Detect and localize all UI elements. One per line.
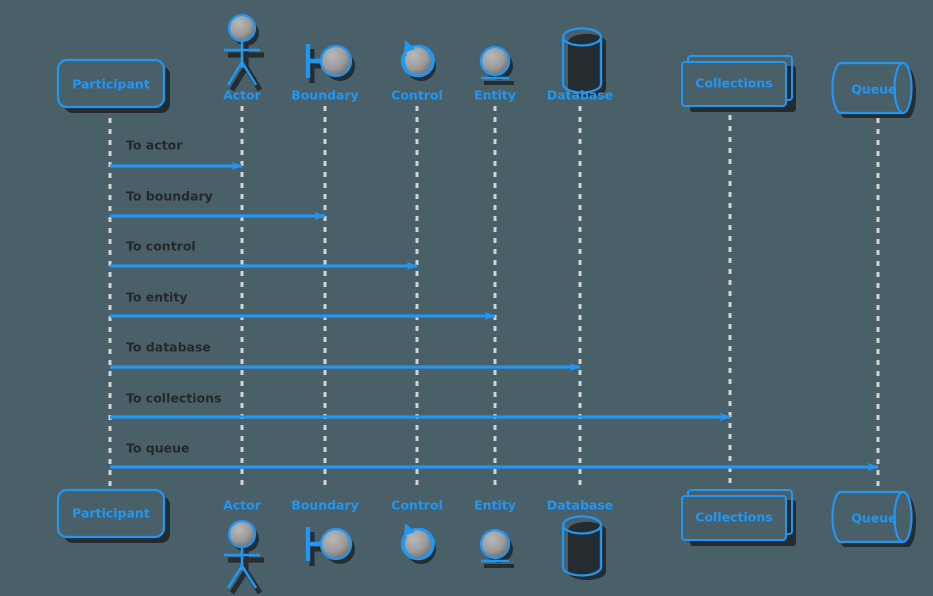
message-label-1: To actor	[126, 138, 183, 153]
message-label-2: To boundary	[126, 189, 213, 204]
footer-label-database: Database	[547, 498, 614, 513]
entity-circle	[479, 45, 511, 77]
database-top-ellipse-bottom	[561, 515, 603, 535]
actor-body	[224, 41, 260, 86]
header-label-boundary: Boundary	[291, 88, 359, 103]
header-label-actor: Actor	[223, 88, 262, 103]
message-label-4: To entity	[126, 290, 188, 305]
actor-icon-bottom[interactable]	[224, 519, 264, 595]
message-to-queue[interactable]: To queue	[110, 441, 879, 472]
queue-top-endcap	[893, 61, 904, 115]
footer-label-control: Control	[391, 498, 443, 513]
boundary-bar-bottom	[305, 527, 322, 561]
boundary-circle	[319, 44, 353, 78]
boundary-icon[interactable]	[305, 44, 355, 83]
queue-box-top[interactable]: Queue	[831, 61, 916, 118]
footer-label-actor: Actor	[223, 498, 262, 513]
control-icon[interactable]	[400, 40, 436, 81]
footer-label-entity: Entity	[474, 498, 516, 513]
collections-top-label: Collections	[695, 76, 772, 91]
message-to-database[interactable]: To database	[110, 340, 581, 372]
database-icon[interactable]	[561, 27, 606, 98]
message-to-entity[interactable]: To entity	[110, 290, 496, 321]
collections-box-bottom[interactable]: Collections	[681, 489, 796, 546]
boundary-circle-bottom	[319, 527, 353, 561]
queue-top-label: Queue	[851, 82, 896, 97]
queue-box-bottom[interactable]: Queue	[831, 490, 917, 547]
queue-bottom-endcap	[893, 490, 904, 544]
control-arc-bottom	[402, 527, 435, 561]
messages-group: To actor To boundary To control To entit…	[110, 138, 879, 472]
participant-top-label: Participant	[72, 77, 150, 92]
message-label-3: To control	[126, 239, 196, 254]
message-label-6: To collections	[126, 391, 221, 406]
header-label-control: Control	[391, 88, 443, 103]
participant-bottom-rect	[56, 488, 166, 539]
entity-circle-bottom	[479, 528, 511, 560]
header-label-entity: Entity	[474, 88, 516, 103]
message-label-7: To queue	[126, 441, 190, 456]
participant-box-top[interactable]: Participant	[56, 58, 170, 113]
actor-icon[interactable]	[224, 13, 264, 92]
database-body-bottom	[561, 525, 603, 577]
footer-labels-group: Actor Boundary Control Entity Database	[223, 498, 613, 513]
database-icon-bottom[interactable]	[561, 515, 606, 581]
collections-bottom-rect-front	[681, 495, 787, 541]
queue-bottom-label: Queue	[851, 511, 896, 526]
message-to-collections[interactable]: To collections	[110, 391, 731, 422]
actor-body-bottom	[224, 547, 260, 589]
actor-head	[227, 13, 257, 43]
entity-icon-bottom[interactable]	[479, 528, 514, 568]
database-body	[561, 37, 603, 94]
participant-bottom-label: Participant	[72, 506, 150, 521]
lifelines-group	[108, 106, 880, 490]
collections-box-top[interactable]: Collections	[681, 55, 796, 112]
message-label-5: To database	[126, 340, 211, 355]
control-arrowhead	[404, 40, 415, 53]
boundary-icon-bottom[interactable]	[305, 527, 355, 566]
boundary-bar	[305, 44, 322, 78]
control-arc	[402, 44, 435, 78]
actor-head-bottom	[227, 519, 257, 549]
database-top-ellipse	[561, 27, 603, 47]
message-to-actor[interactable]: To actor	[110, 138, 243, 171]
header-label-database: Database	[547, 88, 614, 103]
message-to-control[interactable]: To control	[110, 239, 418, 271]
collections-bottom-label: Collections	[695, 510, 772, 525]
header-labels-group: Actor Boundary Control Entity Database	[223, 88, 613, 103]
entity-icon[interactable]	[479, 45, 514, 85]
collections-top-rect-front	[681, 61, 787, 107]
control-icon-bottom[interactable]	[400, 523, 436, 564]
footer-label-boundary: Boundary	[291, 498, 359, 513]
participant-box-bottom[interactable]: Participant	[56, 488, 170, 543]
participant-top-rect	[56, 58, 166, 109]
message-to-boundary[interactable]: To boundary	[110, 189, 326, 221]
control-arrowhead-bottom	[404, 523, 415, 536]
